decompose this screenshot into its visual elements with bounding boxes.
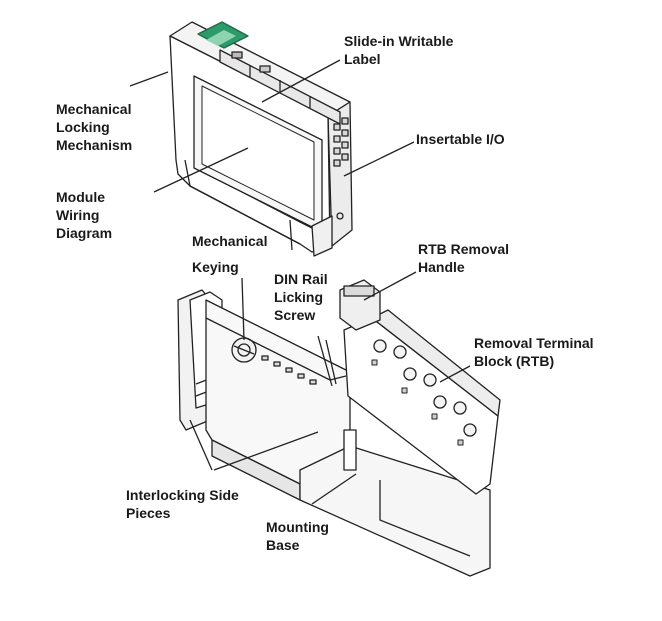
io-connector-slots (333, 117, 349, 167)
keying-wheel (231, 337, 257, 363)
label-mechanical-keying-1: Mechanical (192, 233, 268, 249)
leader-lines (129, 59, 471, 505)
label-mounting-base: Mounting Base (266, 519, 329, 553)
label-removal-terminal-block: Removal Terminal Block (RTB) (474, 335, 594, 369)
rtb-removal-handle (339, 279, 381, 331)
label-interlocking-side: Interlocking Side Pieces (126, 487, 239, 521)
terminal-screws (373, 339, 477, 437)
label-module-wiring: Module Wiring Diagram (56, 189, 113, 241)
label-din-rail: DIN Rail Licking Screw (274, 271, 328, 323)
label-rtb-removal-handle: RTB Removal Handle (418, 241, 510, 275)
removal-terminal-block (325, 279, 501, 495)
label-mechanical-locking: Mechanical Locking Mechanism (56, 101, 133, 153)
label-slide-in-writable: Slide-in Writable Label (344, 33, 454, 67)
insertable-io-module (169, 21, 353, 257)
din-rail-screw (325, 339, 337, 385)
label-mechanical-keying-2: Keying (192, 259, 239, 275)
label-insertable-io: Insertable I/O (416, 131, 505, 147)
mounting-base (177, 289, 491, 577)
